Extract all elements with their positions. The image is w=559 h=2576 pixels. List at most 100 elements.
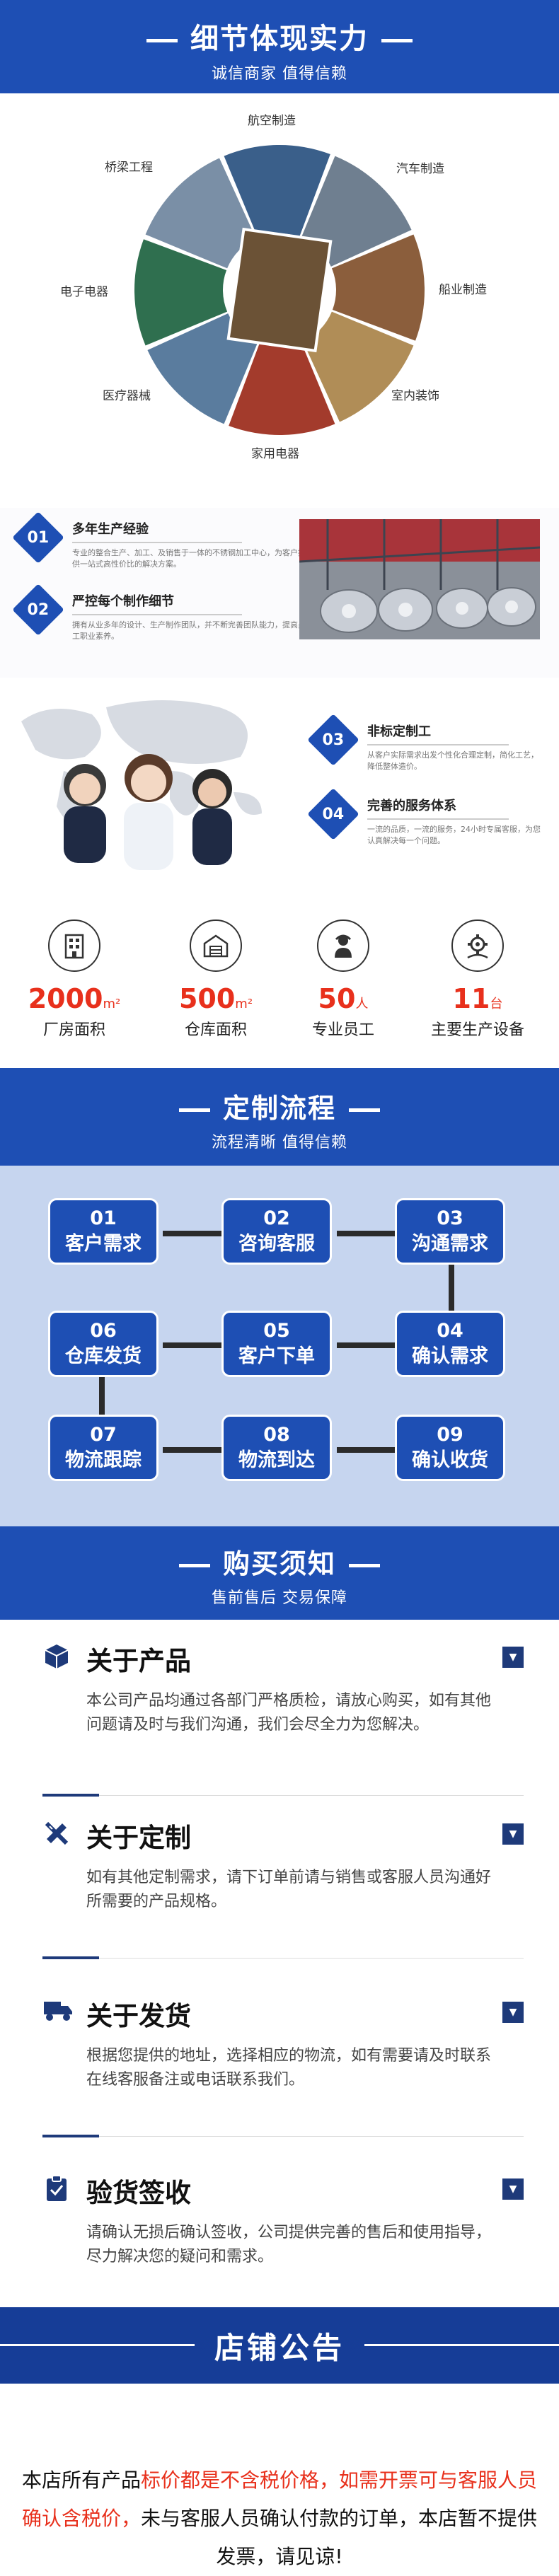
note-title: 验货签收 [86,2178,191,2208]
wheel-segment [147,313,258,424]
features-block-b: 03 非标定制工 从客户实际需求出发个性化合理定制，简化工艺，降低整体造价。 0… [0,679,559,877]
wheel-segment [145,158,256,269]
note-custom: 关于定制 ▼ 如有其他定制需求，请下订单前请与销售或客服人员沟通好所需要的产品规… [42,1816,524,1979]
flow-title: 定制流程 [222,1093,336,1124]
stat-value: 50人 [318,983,369,1014]
flow-connector [337,1231,395,1236]
stat-value: 500m² [178,983,253,1014]
note-desc: 请确认无损后确认签收，公司提供完善的售后和使用指导，尽力解决您的疑问和需求。 [86,2224,492,2265]
flow-connector [449,1265,454,1328]
feature-title: 多年生产经验 [72,522,149,537]
wheel-label-bridge: 桥梁工程 [105,161,153,175]
wheel-label-interior: 室内装饰 [391,389,439,403]
industry-wheel-graphic [134,145,425,435]
expand-toggle-button[interactable]: ▼ [502,2178,524,2200]
feature-desc: 从客户实际需求出发个性化合理定制，简化工艺，降低整体造价。 [367,750,538,771]
flow-connector [337,1342,395,1348]
wheel-segment [229,342,335,435]
store-notice-text: 本店所有产品标价都是不含税价格，如需开票可与客服人员确认含税价，未与客服人员确认… [21,2468,538,2568]
note-desc: 如有其他定制需求，请下订单前请与销售或客服人员沟通好所需要的产品规格。 [86,1869,492,1910]
brushed-metal-plate [226,227,333,353]
note-shipping: 关于发货 ▼ 根据您提供的地址，选择相应的物流，如有需要请及时联系在线客服备注或… [42,1995,524,2157]
flow-subtitle: 流程清晰 值得信赖 [212,1134,347,1151]
detail-title: 细节体现实力 [190,23,369,55]
wheel-label-medical: 医疗器械 [103,389,151,403]
stat-label: 专业员工 [311,1021,374,1039]
store-notice-title: 店铺公告 [194,2324,364,2367]
ruler-pencil-icon [42,1819,71,1853]
gear-icon [451,919,504,972]
flow-connector [99,1376,105,1440]
warehouse-icon [190,919,242,972]
cube-icon [42,1642,71,1676]
buy-notes-subtitle: 售前售后 交易保障 [212,1589,347,1607]
note-title: 关于产品 [86,1646,191,1676]
flow-connector [163,1342,231,1348]
note-title: 关于发货 [86,2001,191,2031]
world-map-customer-service-graphic [21,700,262,870]
feature-desc: 拥有从业多年的设计、生产制作团队，并不断完善团队能力，提高员工职业素养。 [72,620,306,641]
feature-title: 非标定制工 [367,724,431,739]
flow-connector [163,1447,231,1453]
worker-icon [317,919,369,972]
expand-toggle-button[interactable]: ▼ [502,1823,524,1845]
expand-toggle-button[interactable]: ▼ [502,2002,524,2023]
note-desc: 本公司产品均通过各部门严格质检，请放心购买，如有其他问题请及时与我们沟通，我们会… [86,1692,492,1734]
feature-number-badge: 03 [307,714,359,766]
note-title: 关于定制 [86,1823,191,1853]
detail-subtitle: 诚信商家 值得信赖 [212,65,347,83]
feature-item: 02 严控每个制作细节 拥有从业多年的设计、生产制作团队，并不断完善团队能力，提… [12,584,306,642]
stat-item: 50人 专业员工 [276,919,410,1040]
feature-desc: 专业的整合生产、加工、及销售于一体的不锈钢加工中心，为客户提供一站式高性价比的解… [72,548,306,569]
wheel-segment [134,239,228,346]
wheel-segment [301,156,412,267]
stat-label: 主要生产设备 [430,1021,524,1039]
note-receipt: 验货签收 ▼ 请确认无损后确认签收，公司提供完善的售后和使用指导，尽力解决您的疑… [42,2171,524,2313]
stat-label: 仓库面积 [184,1021,247,1039]
buy-notes-title: 购买须知 [222,1548,336,1579]
industry-wheel: 航空制造 汽车制造 船业制造 室内装饰 家用电器 医疗器械 电子电器 桥梁工程 [0,99,559,474]
note-desc: 根据您提供的地址，选择相应的物流，如有需要请及时联系在线客服备注或电话联系我们。 [86,2047,492,2089]
stat-value: 2000m² [28,983,121,1014]
feature-item: 04 完善的服务体系 一流的品质，一流的服务，24小时专属客服，为您认真解决每一… [307,788,544,847]
wheel-segment [303,311,414,422]
clipboard-check-icon [42,2174,71,2208]
stat-item: 500m² 仓库面积 [149,919,283,1040]
buy-notes-header: 购买须知 售前售后 交易保障 [0,1526,559,1620]
feature-desc: 一流的品质，一流的服务，24小时专属客服，为您认真解决每一个问题。 [367,825,541,845]
feature-number-badge: 01 [12,511,64,564]
feature-title: 完善的服务体系 [367,799,456,813]
feature-number-badge: 02 [12,584,64,636]
stat-value: 11台 [452,983,503,1014]
flow-connector [163,1231,231,1236]
note-product: 关于产品 ▼ 本公司产品均通过各部门严格质检，请放心购买，如有其他问题请及时与我… [42,1640,524,1816]
detail-header: 细节体现实力 诚信商家 值得信赖 [0,0,559,93]
feature-number-badge: 04 [307,788,359,840]
wheel-label-electronics: 电子电器 [60,285,108,299]
expand-toggle-button[interactable]: ▼ [502,1647,524,1668]
feature-item: 03 非标定制工 从客户实际需求出发个性化合理定制，简化工艺，降低整体造价。 [307,714,544,772]
wheel-segment [331,234,425,341]
stat-label: 厂房面积 [42,1021,105,1039]
stat-item: 11台 主要生产设备 [410,919,545,1040]
wheel-segment [224,145,330,238]
building-icon [48,919,100,972]
wheel-label-shipbuilding: 船业制造 [439,283,487,297]
feature-item: 01 多年生产经验 专业的整合生产、加工、及销售于一体的不锈钢加工中心，为客户提… [12,511,306,570]
truck-icon [42,1997,74,2029]
steel-coil-factory-photo [299,519,540,639]
wheel-label-aviation: 航空制造 [248,114,296,128]
store-notice-header: 店铺公告 [0,2307,559,2384]
feature-title: 严控每个制作细节 [72,594,174,609]
wheel-label-appliance: 家用电器 [251,447,299,461]
features-block-a: 01 多年生产经验 专业的整合生产、加工、及销售于一体的不锈钢加工中心，为客户提… [0,508,559,678]
